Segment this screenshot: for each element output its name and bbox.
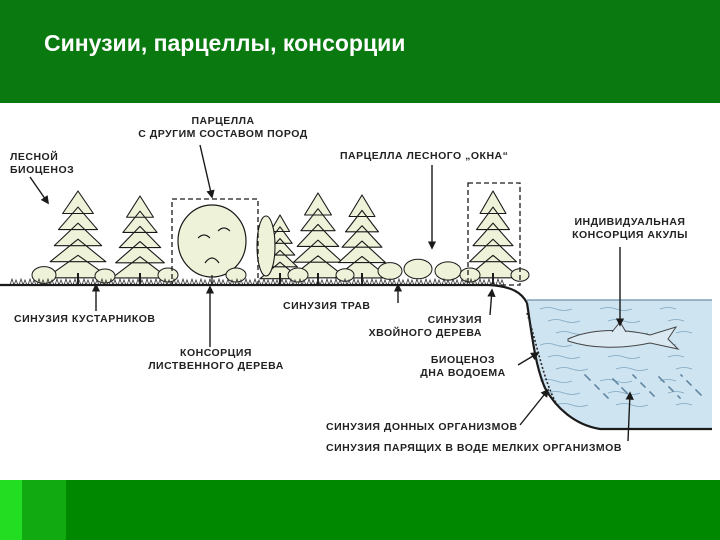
label-shrub-synusia: СИНУЗИЯ КУСТАРНИКОВ xyxy=(14,313,156,325)
arrow-forest-biocenosis xyxy=(29,176,49,205)
plankton-dot xyxy=(700,394,702,396)
plankton-dot xyxy=(679,397,681,399)
deciduous-tree-trunk xyxy=(197,227,231,286)
bar-mid-stripe xyxy=(22,480,66,540)
grass-tuft xyxy=(495,277,505,287)
label-grass-synusia: СИНУЗИЯ ТРАВ xyxy=(283,300,371,312)
plankton-dot xyxy=(631,397,633,399)
plankton-dot xyxy=(681,375,683,377)
ecosystem-diagram xyxy=(0,144,712,442)
label-bottom-organisms-synusia: СИНУЗИЯ ДОННЫХ ОРГАНИЗМОВ xyxy=(326,421,518,433)
plankton-dot xyxy=(672,390,674,392)
water-body xyxy=(527,299,712,429)
plankton-dot xyxy=(589,379,591,381)
plankton-dot xyxy=(653,395,655,397)
plankton-dot xyxy=(663,381,665,383)
parcel-frame-other-species xyxy=(171,198,259,286)
conifer-tree-1 xyxy=(45,190,111,279)
conifer-tree-5 xyxy=(334,194,390,279)
shrub-3 xyxy=(157,267,179,283)
shark-silhouette xyxy=(567,326,680,350)
shrub-9 xyxy=(434,261,462,281)
arrow-bottom-biocenosis xyxy=(517,352,540,366)
plankton-dot xyxy=(626,392,628,394)
ground-line xyxy=(0,283,712,431)
plankton-dot xyxy=(607,397,609,399)
deciduous-tree-crown xyxy=(177,204,247,278)
plankton-dot xyxy=(690,384,692,386)
plankton-dot xyxy=(644,386,646,388)
shrub-10 xyxy=(459,267,481,283)
bottom-decorative-bar xyxy=(0,480,720,540)
bar-left-stripe xyxy=(0,480,22,540)
water-ripple xyxy=(555,403,693,407)
shrub-8 xyxy=(403,258,433,280)
forest-trees xyxy=(9,190,530,287)
water-ripple xyxy=(547,355,685,359)
label-floating-organisms-synusia: СИНУЗИЯ ПАРЯЩИХ В ВОДЕ МЕЛКИХ ОРГАНИЗМОВ xyxy=(326,442,622,454)
label-parcel-forest-window: ПАРЦЕЛЛА ЛЕСНОГО „ОКНА“ xyxy=(340,150,509,162)
water-ripple xyxy=(555,367,693,371)
plankton-dot xyxy=(598,388,600,390)
arrow-conifer-synusia xyxy=(487,288,496,316)
plankton-dot xyxy=(617,383,619,385)
shrub-5 xyxy=(287,267,309,283)
plankton-dot xyxy=(635,377,637,379)
water-ripple xyxy=(539,307,677,311)
slide-title: Синузии, парцеллы, консорции xyxy=(44,30,406,56)
lake-bottom-line xyxy=(525,302,712,431)
arrow-floating-organisms xyxy=(625,391,634,442)
water-ripple xyxy=(547,391,685,395)
conifer-tree-2 xyxy=(111,195,169,279)
shrub-4 xyxy=(225,267,247,283)
conifer-tree-4 xyxy=(289,192,347,279)
shrub-7 xyxy=(377,262,403,280)
arrow-parcel-other-species xyxy=(199,144,215,199)
narrow-tree xyxy=(256,215,276,277)
conifer-tree-6 xyxy=(465,190,521,279)
arrow-bottom-organisms xyxy=(519,388,550,426)
pointer-arrows xyxy=(29,144,634,442)
shrub-6 xyxy=(335,268,355,282)
ground-surface xyxy=(0,283,528,304)
